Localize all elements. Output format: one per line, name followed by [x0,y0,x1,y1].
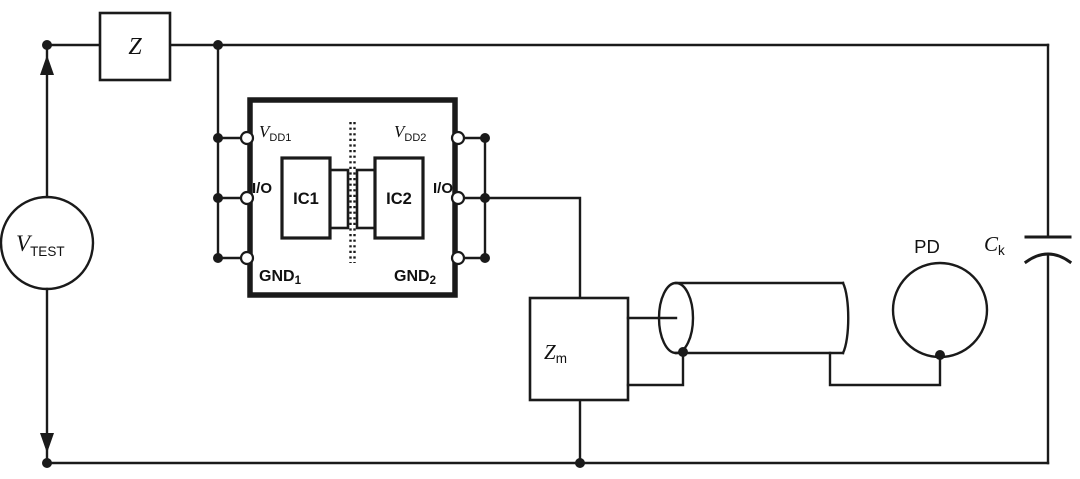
pin [450,130,466,146]
ck-label: Ck [984,232,1005,258]
junction-dot [480,133,490,143]
zm-box [528,296,630,402]
up-arrowhead [40,55,54,75]
wire-shield-to-pd [828,351,942,387]
vtest-label: VTEST [16,231,65,259]
junction-dot [42,40,52,50]
zm-label: Zm [544,340,567,366]
io-right-label: I/O [433,180,453,197]
pd-label: PD [914,236,940,257]
measurement-impedance: Zm [528,296,630,468]
device-under-test: IC1 IC2 VDD1 VDD2 I/O I/O GND1 GND2 [213,97,490,298]
wire-io-to-zm [483,196,582,300]
test-voltage-source: VTEST [0,40,95,468]
junction-dot [213,253,223,263]
junction-dot [480,193,490,203]
junction-dot [480,253,490,263]
io-left-label: I/O [252,180,272,197]
coupling-capacitor: Ck [984,232,1073,265]
gnd2-label: GND2 [394,268,436,287]
series-impedance: Z [98,11,223,82]
junction-dot [935,350,945,360]
pin [239,190,255,206]
gnd1-label: GND1 [259,268,302,287]
pin [239,250,255,266]
photodetector: PD [891,236,989,360]
junction-dot [678,347,688,357]
cable-right-arc [841,281,850,355]
cable-assembly [626,281,942,387]
junction-dot [575,458,585,468]
vtest-source-circle [0,195,95,291]
ic2-label: IC2 [386,190,412,208]
junction-dot [42,458,52,468]
junction-dot [213,133,223,143]
ic1-label: IC1 [293,190,319,208]
pin [239,130,255,146]
z-label: Z [128,34,142,60]
pd-circle [891,261,989,359]
capacitor-curved-plate [1023,252,1073,265]
junction-dot [213,40,223,50]
junction-dot [213,193,223,203]
down-arrowhead [40,433,54,453]
ic1-box [280,156,332,240]
z-box [98,11,172,82]
ic2-box [373,156,425,240]
vdd1-label: VDD1 [259,122,291,144]
pin [450,250,466,266]
pin [450,190,466,206]
wire-zm-to-cable-shield [626,350,685,387]
vdd2-label: VDD2 [394,122,426,144]
